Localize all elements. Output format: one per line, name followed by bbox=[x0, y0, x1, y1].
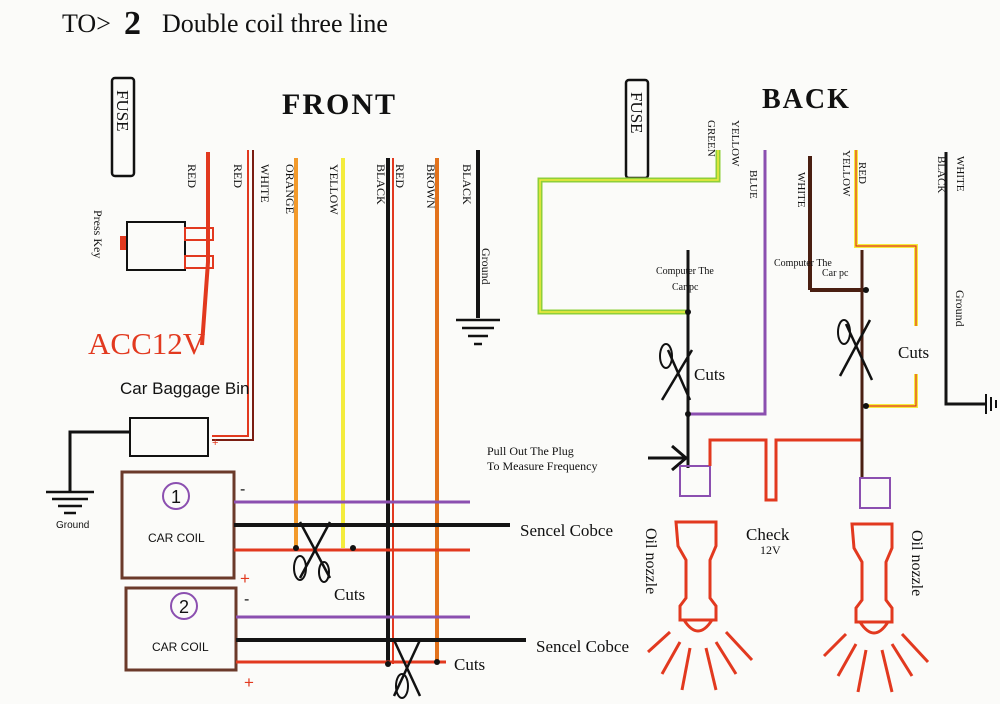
ground-icon bbox=[985, 394, 997, 414]
computer2-line1: Computer The bbox=[774, 258, 832, 269]
back-left-connector bbox=[679, 465, 711, 497]
title-prefix: TO> bbox=[62, 9, 111, 38]
front-wire-label: WHITE bbox=[258, 164, 272, 203]
front-cuts2-label: Cuts bbox=[454, 655, 485, 674]
front-cuts1-label: Cuts bbox=[334, 585, 365, 604]
front-ground-label: Ground bbox=[56, 520, 89, 531]
sensor1-label: Sencel Cobce bbox=[520, 521, 613, 540]
acc-label: ACC12V bbox=[88, 326, 206, 361]
front-wire-label: RED bbox=[231, 164, 245, 188]
back-wire-label: WHITE bbox=[795, 172, 807, 208]
scissors-icon bbox=[385, 639, 440, 699]
front-wire-ground-label: Ground bbox=[479, 248, 493, 285]
back-blue-wire bbox=[688, 150, 767, 416]
computer1-line1: Computer The bbox=[656, 266, 714, 277]
press-key-switch: Press Key bbox=[91, 210, 214, 271]
front-wire-label: RED bbox=[393, 164, 407, 188]
computer1-line2: Car pc bbox=[672, 282, 699, 293]
back-wire-label: GREEN bbox=[705, 120, 717, 157]
back-cuts1-label: Cuts bbox=[694, 365, 725, 384]
ground-icon bbox=[456, 318, 500, 346]
check-red-wire bbox=[708, 438, 864, 502]
baggage-bin-switch: + bbox=[68, 417, 218, 492]
back-ground-label: Ground bbox=[953, 290, 967, 327]
back-wire-label: WHITE bbox=[954, 156, 966, 192]
front-wire-label: BLACK bbox=[460, 164, 474, 205]
baggage-label: Car Baggage Bin bbox=[120, 379, 249, 398]
oil-nozzle-left bbox=[646, 520, 754, 691]
front-wire-label: ORANGE bbox=[283, 164, 297, 214]
back-yellow-stripe bbox=[539, 150, 719, 313]
coil1-minus: - bbox=[240, 481, 245, 498]
front-wire-label: RED bbox=[185, 164, 199, 188]
back-wire-label: BLACK bbox=[935, 156, 947, 193]
coil1-plus: + bbox=[240, 569, 250, 588]
front-wire-label: YELLOW bbox=[327, 164, 341, 215]
back-yellow-wire-return bbox=[868, 374, 918, 408]
scissors-icon bbox=[659, 309, 694, 417]
front-wire-labels: RED RED WHITE ORANGE YELLOW BLACK RED BR… bbox=[185, 164, 493, 285]
arrow-right-icon bbox=[648, 444, 689, 472]
baggage-red-wire bbox=[212, 150, 249, 437]
press-key-label: Press Key bbox=[91, 210, 105, 258]
back-wire-label: YELLOW bbox=[840, 150, 852, 197]
coil2-number: 2 bbox=[179, 597, 189, 617]
check-voltage: 12V bbox=[760, 543, 781, 557]
scissors-icon bbox=[837, 287, 874, 409]
back-right-connector bbox=[859, 477, 891, 509]
ground-icon bbox=[46, 490, 94, 515]
baggage-white-wire bbox=[212, 150, 254, 441]
pull-out-line1: Pull Out The Plug bbox=[487, 444, 574, 458]
front-fuse-box: FUSE bbox=[110, 76, 136, 178]
back-fuse-box: FUSE bbox=[624, 78, 650, 180]
computer2-line2: Car pc bbox=[822, 268, 849, 279]
baggage-plus: + bbox=[212, 437, 218, 449]
front-fuse-label: FUSE bbox=[113, 90, 132, 132]
sensor2-label: Sencel Cobce bbox=[536, 637, 629, 656]
back-wire-label: RED bbox=[856, 162, 868, 184]
coil1-label: CAR COIL bbox=[148, 531, 205, 545]
back-wire-label: YELLOW bbox=[729, 120, 741, 167]
back-heading: BACK bbox=[762, 84, 851, 115]
coil1-number: 1 bbox=[171, 487, 181, 507]
front-heading: FRONT bbox=[282, 88, 397, 121]
front-wire-label: BROWN bbox=[424, 164, 438, 209]
oil-nozzle-right-label: Oil nozzle bbox=[908, 530, 925, 596]
coil2-plus: + bbox=[244, 673, 254, 692]
back-wire-label: BLUE bbox=[747, 170, 759, 199]
back-cuts2-label: Cuts bbox=[898, 343, 929, 362]
back-red-stripe bbox=[855, 150, 917, 326]
acc-red-wire bbox=[200, 152, 210, 346]
oil-nozzle-right bbox=[822, 522, 930, 693]
back-wire-labels: GREEN YELLOW BLUE WHITE YELLOW RED WHITE… bbox=[705, 120, 967, 327]
coil2-minus: - bbox=[244, 591, 249, 608]
car-coil-2: 2 CAR COIL - + bbox=[124, 586, 254, 692]
title-text: Double coil three line bbox=[162, 9, 388, 38]
back-ground-wire bbox=[944, 152, 986, 406]
check-label: Check bbox=[746, 525, 790, 544]
back-fuse-label: FUSE bbox=[627, 92, 646, 134]
car-coil-1: 1 CAR COIL - + bbox=[120, 470, 250, 588]
coil2-label: CAR COIL bbox=[152, 640, 209, 654]
oil-nozzle-left-label: Oil nozzle bbox=[642, 528, 659, 594]
back-red-stripe-return bbox=[868, 374, 917, 407]
scissors-icon bbox=[293, 521, 356, 583]
pull-out-line2: To Measure Frequency bbox=[487, 459, 597, 473]
title-number: 2 bbox=[124, 5, 141, 42]
front-wire-label: BLACK bbox=[374, 164, 388, 205]
